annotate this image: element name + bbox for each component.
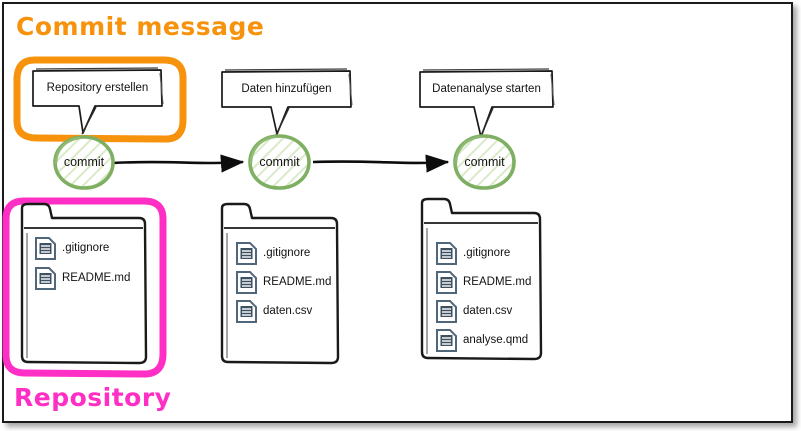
file-label: .gitignore (62, 242, 110, 254)
file-label: README.md (62, 272, 131, 284)
commit-node-label-1: commit (63, 155, 105, 169)
file-document-icon (236, 300, 257, 323)
file-document-icon (436, 242, 457, 265)
commit-message-text-1: Repository erstellen (46, 82, 149, 94)
speech-bubble-3 (419, 68, 555, 139)
file-document-icon (236, 242, 257, 265)
commit-arrow-2-3 (312, 154, 450, 173)
commit-arrow-1-2 (111, 154, 245, 173)
commit-node-label-2: commit (259, 155, 300, 169)
file-document-icon (236, 271, 257, 294)
file-label: .gitignore (463, 247, 511, 259)
file-label: daten.csv (263, 305, 313, 317)
file-label: README.md (463, 276, 532, 288)
commit-message-highlight (13, 56, 187, 143)
file-document-icon (436, 300, 457, 323)
speech-bubble-2 (221, 68, 353, 136)
commit-node-2[interactable] (248, 134, 311, 190)
file-label: analyse.qmd (463, 334, 529, 346)
commit-node-3[interactable] (453, 134, 516, 190)
file-document-icon (35, 267, 56, 290)
page-title-commit-message: Commit message (16, 12, 265, 41)
commit-node-label-3: commit (464, 155, 505, 169)
commit-message-text-3: Datenanalyse starten (432, 83, 541, 95)
commit-message-text-2: Daten hinzufügen (241, 83, 332, 95)
file-label: README.md (263, 276, 332, 288)
file-document-icon (35, 237, 56, 260)
repository-highlight (2, 197, 167, 378)
file-label: .gitignore (263, 247, 311, 259)
file-document-icon (436, 271, 457, 294)
page-title-repository: Repository (14, 383, 172, 412)
commit-node-1[interactable] (53, 135, 115, 190)
speech-bubble-1 (32, 67, 164, 135)
file-document-icon (436, 329, 457, 352)
file-label: daten.csv (463, 305, 513, 317)
